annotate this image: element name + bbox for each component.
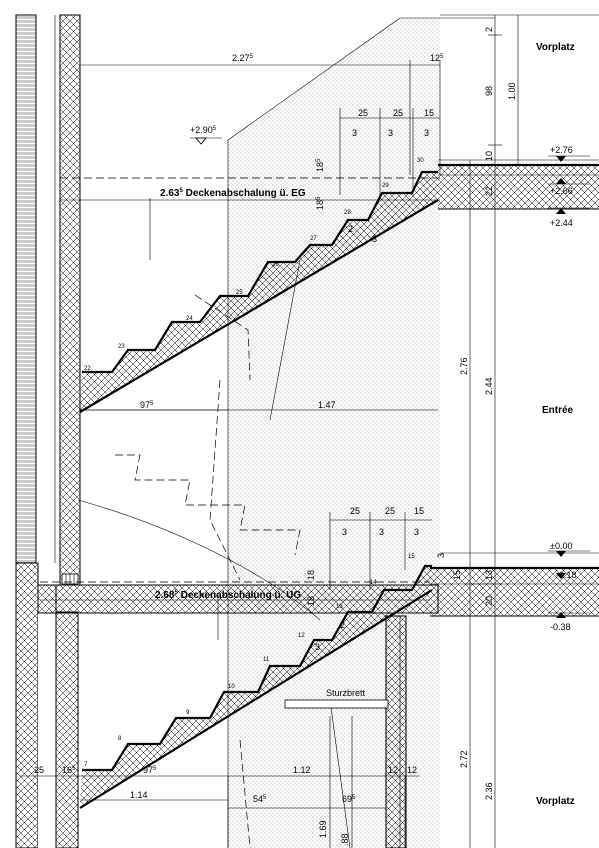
lower-stair-flight: [79, 564, 433, 809]
level-244: +2.44: [550, 218, 573, 228]
stairwell-fill: [227, 17, 495, 848]
step-number: 30: [417, 158, 424, 164]
dim-slab-2b: 2: [340, 620, 345, 630]
dim-975-upper: 975: [140, 400, 154, 410]
ceiling-note-ug: 2.685 Deckenabschalung ü. UG: [155, 590, 301, 601]
step-numbers-upper: 22 23 24 25 26 27 28 29 30: [84, 158, 424, 372]
ceiling-lines: [40, 177, 440, 640]
step-number: 15: [408, 554, 415, 560]
dim-three-d: 3: [342, 527, 347, 537]
dim-2275: 2.275: [232, 53, 254, 63]
dim-v-100: 1.00: [507, 82, 517, 100]
step-number: 26: [272, 262, 279, 268]
dim-v-98: 98: [484, 86, 494, 96]
sturzbrett-label: Sturzbrett: [326, 688, 366, 698]
step-number: 13: [336, 604, 343, 610]
dim-125: 125: [430, 53, 444, 63]
hidden-steps: [77, 259, 438, 848]
dim-three-c: 3: [424, 128, 429, 138]
dim-147: 1.47: [318, 400, 336, 410]
dim-v-236: 2.36: [484, 782, 494, 800]
dim-three-e: 3: [379, 527, 384, 537]
dim-tread-15b: 15: [414, 506, 424, 516]
dim-v-3: 3: [436, 553, 446, 558]
level-266: +2.66: [550, 186, 573, 196]
dim-114: 1.14: [130, 790, 148, 800]
dim-tread-15a: 15: [424, 108, 434, 118]
dim-v-20: 20: [484, 596, 494, 606]
step-number: 23: [118, 344, 125, 350]
dim-v-2: 2: [484, 27, 494, 32]
dim-three-b: 3: [388, 128, 393, 138]
dim-v-10: 10: [484, 151, 494, 161]
step-number: 28: [344, 210, 351, 216]
right-wall-lower: [385, 615, 407, 848]
dim-v-272: 2.72: [459, 750, 469, 768]
dim-12b: 12: [407, 765, 417, 775]
lower-floor-slab: [37, 566, 599, 617]
dim-v-244: 2.44: [484, 377, 494, 395]
upper-stair-flight: [79, 170, 439, 413]
step-number: 27: [310, 236, 317, 242]
dim-25: 25: [34, 765, 44, 775]
step-number: 9: [186, 710, 190, 716]
dim-v-13: 13: [484, 570, 494, 580]
step-number: 12: [298, 633, 305, 639]
dim-v-276: 2.76: [459, 357, 469, 375]
room-label-vorplatz-bottom: Vorplatz: [536, 796, 575, 807]
dim-slab-2a: 2: [348, 224, 353, 234]
dim-tread-25c: 25: [350, 506, 360, 516]
level-markers: [190, 137, 590, 618]
level-276: +2.76: [550, 145, 573, 155]
dim-rise-185b: 185: [315, 196, 325, 210]
left-wall-lower: [15, 562, 79, 848]
dim-165: 165: [62, 765, 76, 775]
dim-tread-25a: 25: [358, 108, 368, 118]
dim-three-f: 3: [414, 527, 419, 537]
step-number: 29: [382, 183, 389, 189]
level-018: -0.18: [556, 570, 577, 580]
dim-v-88: .88: [340, 833, 350, 846]
upper-floor-slab: [438, 163, 599, 210]
step-numbers-lower: 7 8 9 10 11 12 13 14 15: [84, 554, 415, 768]
dim-v-22: 22: [484, 186, 494, 196]
step-number: 14: [370, 580, 377, 586]
left-wall-upper: [15, 14, 81, 586]
dim-v-169: 1.69: [318, 820, 328, 838]
level-000: ±0.00: [550, 541, 572, 551]
dim-slab-3a: 3: [372, 234, 377, 244]
level-038: -0.38: [550, 622, 571, 632]
step-number: 25: [236, 290, 243, 296]
dim-slab-3b: 3: [315, 642, 320, 652]
sturzbrett-element: [284, 699, 389, 709]
dim-tread-25d: 25: [385, 506, 395, 516]
step-number: 10: [228, 684, 235, 690]
ceiling-note-eg: 2.635 Deckenabschalung ü. EG: [160, 188, 306, 199]
level-2905: +2.905: [190, 125, 217, 135]
dim-rise-18b: 18: [306, 596, 316, 606]
dim-rise-185: 185: [315, 158, 325, 172]
step-number: 11: [263, 657, 270, 663]
dim-12a: 12: [388, 765, 398, 775]
dim-112: 1.12: [293, 765, 311, 775]
dim-695: 695: [342, 794, 356, 804]
step-number: 22: [84, 366, 91, 372]
step-number: 8: [118, 736, 122, 742]
dim-v-15: 15: [452, 570, 462, 580]
dim-rise-18a: 18: [306, 570, 316, 580]
step-number: 7: [84, 762, 88, 768]
dim-545: 545: [253, 794, 267, 804]
vertical-dimensions: [438, 14, 599, 848]
dim-tread-25b: 25: [393, 108, 403, 118]
dim-975-lower: 975: [143, 765, 157, 775]
room-label-entree: Entrée: [542, 405, 574, 416]
step-number: 24: [186, 316, 193, 322]
dimension-lines: [20, 60, 441, 848]
dim-three-a: 3: [352, 128, 357, 138]
room-label-vorplatz-top: Vorplatz: [536, 42, 575, 53]
